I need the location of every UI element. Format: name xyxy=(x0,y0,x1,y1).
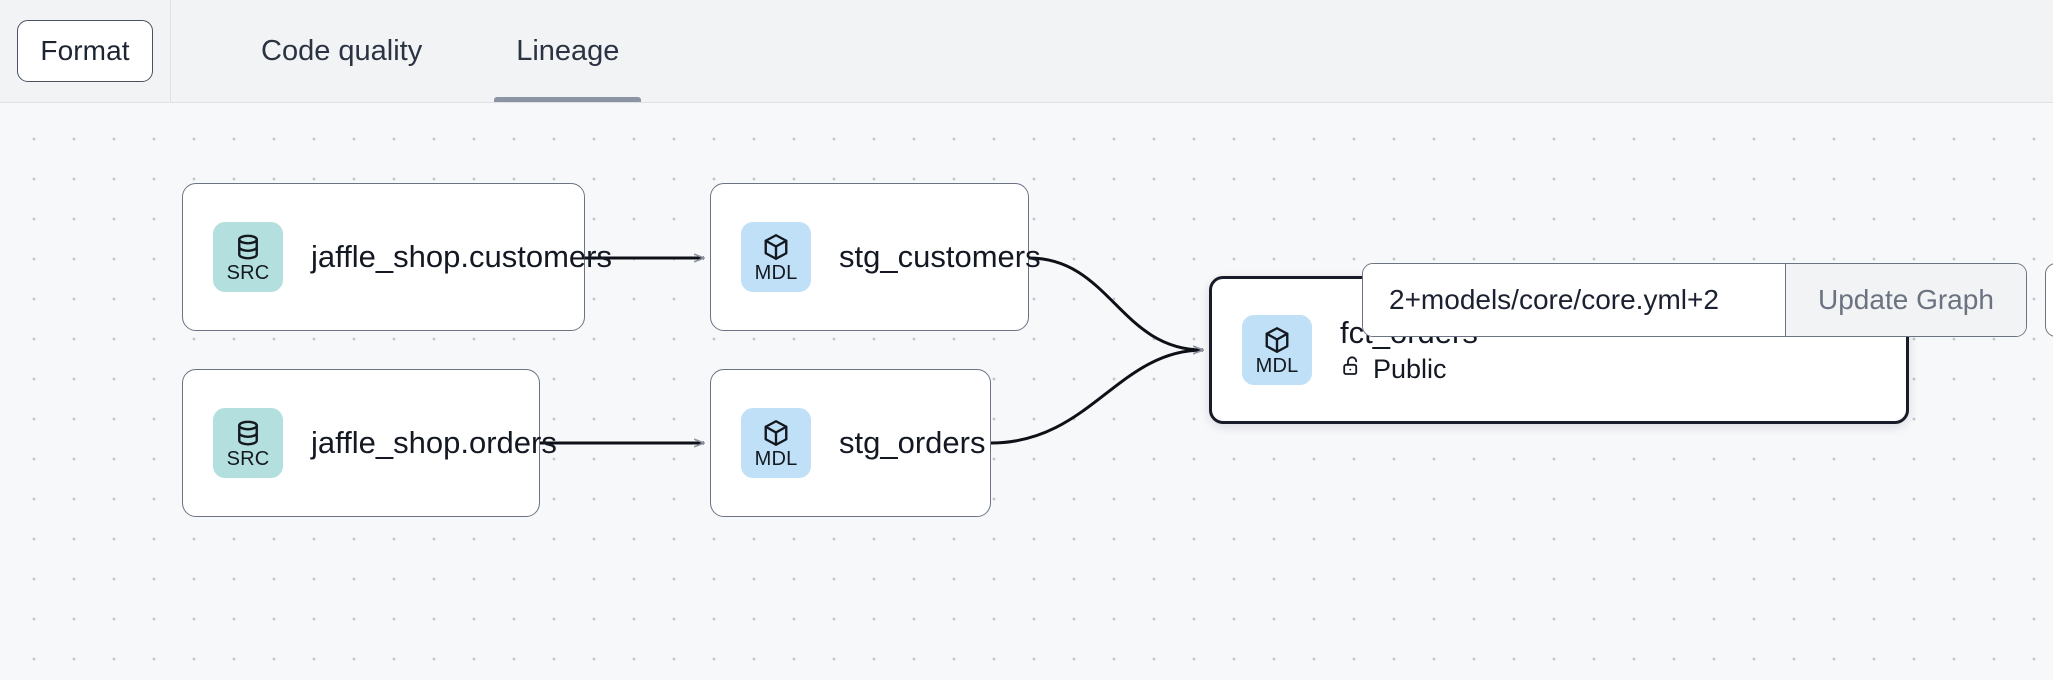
lineage-node-jaffle-shop-orders[interactable]: SRC jaffle_shop.orders xyxy=(182,369,557,517)
database-icon xyxy=(233,232,263,262)
node-title: jaffle_shop.customers xyxy=(311,238,612,274)
edge-stg-orders-to-fct-orders xyxy=(990,350,1203,445)
lineage-canvas[interactable]: SRC jaffle_shop.customers MDL stg_custo xyxy=(0,103,2053,680)
lineage-node-jaffle-shop-customers[interactable]: SRC jaffle_shop.customers xyxy=(182,183,612,331)
tab-bar: Code quality Lineage xyxy=(171,0,2053,102)
node-body: stg_orders xyxy=(811,425,1019,462)
model-badge: MDL xyxy=(741,408,811,478)
source-badge-label: SRC xyxy=(226,447,270,470)
graph-controls-overflow-button[interactable] xyxy=(2045,263,2053,337)
tab-lineage-underline xyxy=(494,97,642,102)
lineage-node-stg-customers[interactable]: MDL stg_customers xyxy=(710,183,1041,331)
tab-code-quality-label: Code quality xyxy=(261,34,423,67)
tab-lineage[interactable]: Lineage xyxy=(488,0,647,102)
model-badge-label: MDL xyxy=(754,447,798,470)
tab-lineage-label: Lineage xyxy=(516,34,620,67)
model-badge-label: MDL xyxy=(1255,354,1299,377)
tab-code-quality[interactable]: Code quality xyxy=(233,0,450,102)
unlock-icon xyxy=(1340,354,1364,385)
toolbar-left-section: Format xyxy=(0,0,171,102)
source-badge: SRC xyxy=(213,222,283,292)
source-badge: SRC xyxy=(213,408,283,478)
node-body: stg_customers xyxy=(811,239,1075,276)
graph-controls: Update Graph xyxy=(1362,263,2027,337)
node-access-label: Public xyxy=(1373,354,1447,385)
format-button[interactable]: Format xyxy=(17,20,153,82)
database-icon xyxy=(233,418,263,448)
source-badge-label: SRC xyxy=(226,261,270,284)
selector-input[interactable] xyxy=(1363,264,1785,336)
node-body: jaffle_shop.orders xyxy=(283,425,591,462)
model-badge-label: MDL xyxy=(754,261,798,284)
model-badge: MDL xyxy=(1242,315,1312,385)
node-access-row: Public xyxy=(1340,354,1478,385)
tab-code-quality-underline xyxy=(239,97,444,102)
lineage-node-stg-orders[interactable]: MDL stg_orders xyxy=(710,369,991,517)
cube-icon xyxy=(1262,325,1292,355)
cube-icon xyxy=(761,232,791,262)
editor-toolbar: Format Code quality Lineage xyxy=(0,0,2053,103)
node-title: jaffle_shop.orders xyxy=(311,424,557,460)
node-body: jaffle_shop.customers xyxy=(283,239,646,276)
node-title: stg_customers xyxy=(839,238,1041,274)
update-graph-button[interactable]: Update Graph xyxy=(1785,264,2026,336)
model-badge: MDL xyxy=(741,222,811,292)
cube-icon xyxy=(761,418,791,448)
node-title: stg_orders xyxy=(839,424,986,460)
